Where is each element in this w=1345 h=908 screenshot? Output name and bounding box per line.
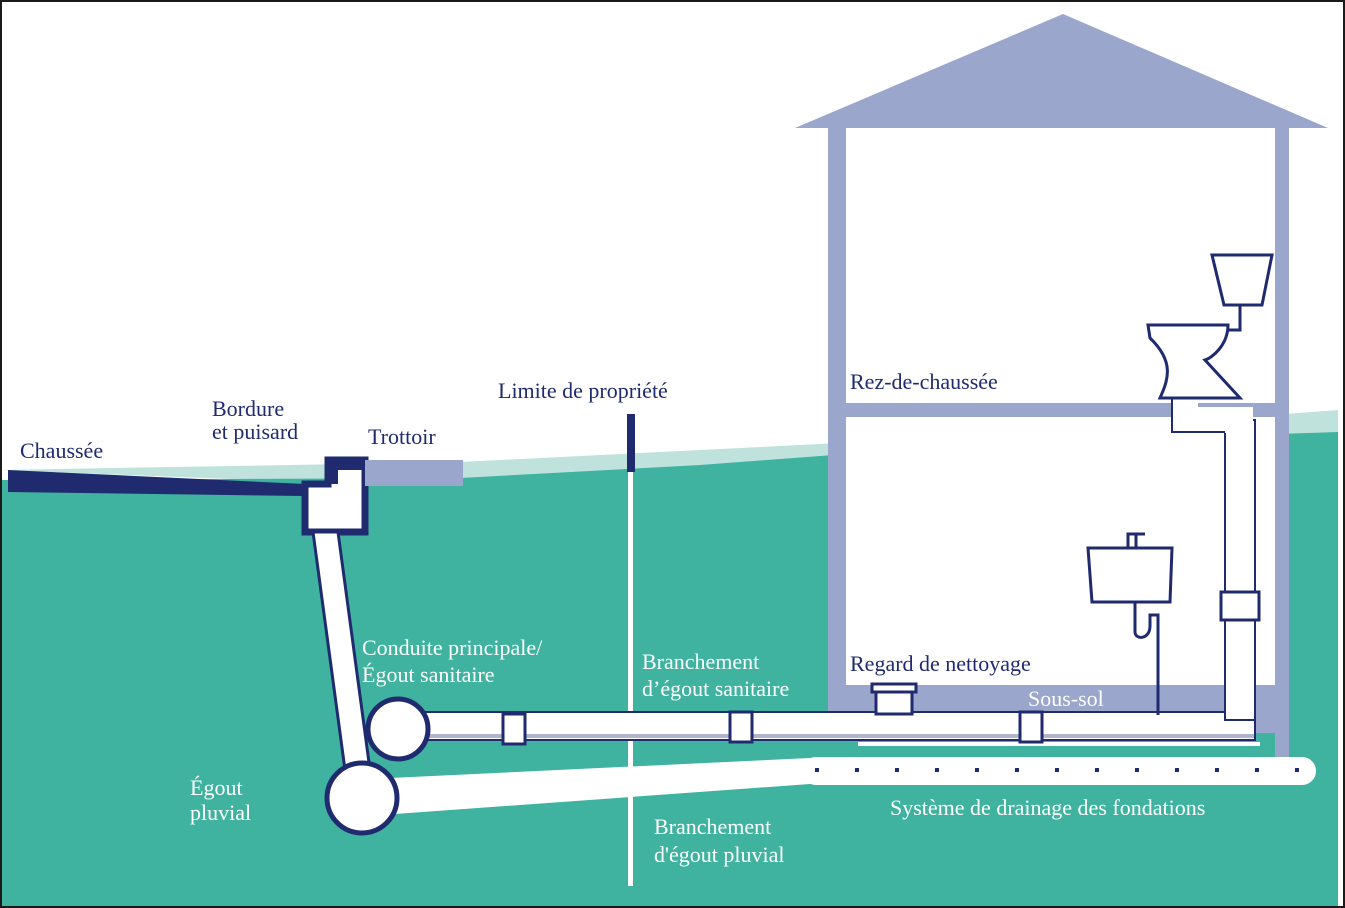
soil-stack-coupling: [1219, 590, 1261, 622]
house-wall-left: [828, 128, 846, 728]
label-sanitary-main-line2: Égout sanitaire: [362, 662, 495, 687]
toilet-drain-outline: [1171, 395, 1225, 433]
property-limit-marker: [627, 414, 635, 472]
label-road: Chaussée: [20, 438, 103, 463]
toilet: [1146, 253, 1274, 400]
toilet-drain: [1172, 395, 1253, 433]
toilet-tank: [1210, 253, 1274, 307]
label-basement: Sous-sol: [1028, 686, 1104, 711]
cleanout-cap: [870, 682, 918, 694]
label-sanitary-main-line1: Conduite principale/: [362, 635, 543, 660]
sidewalk: [365, 460, 463, 486]
house-wall-right: [1275, 128, 1289, 758]
pipe-coupling-2: [728, 710, 754, 744]
label-storm-branch-line1: Branchement: [654, 814, 771, 839]
storm-branch-pipe: [390, 758, 810, 814]
house-interior-upper: [846, 128, 1275, 403]
label-property-limit: Limite de propriété: [498, 378, 668, 403]
pipe-coupling-1: [501, 712, 527, 746]
road: [8, 470, 305, 496]
label-foundation-drain: Système de drainage des fondations: [890, 795, 1205, 820]
label-sidewalk: Trottoir: [368, 424, 436, 449]
soil-stack: [1224, 419, 1256, 721]
label-storm-main-line2: pluvial: [190, 800, 251, 825]
label-curb-line1: Bordure: [212, 396, 284, 421]
sink-basin: [1086, 546, 1174, 604]
curb: [328, 460, 365, 484]
sink-faucet: [1126, 532, 1145, 548]
sanitary-sewer-main: [365, 696, 431, 762]
house-interior-basement: [846, 417, 1275, 685]
toilet-bowl: [1146, 323, 1244, 400]
house-roof: [795, 14, 1328, 128]
sink: [1086, 532, 1174, 715]
label-sanitary-branch-line2: d’égout sanitaire: [642, 676, 789, 701]
label-ground-floor: Rez-de-chaussée: [850, 369, 998, 394]
label-storm-branch-line2: d'égout pluvial: [654, 842, 784, 867]
toilet-supply: [1225, 305, 1242, 332]
sanitary-branch-pipe: [399, 711, 1256, 741]
label-storm-main-line1: Égout: [190, 775, 243, 800]
label-sanitary-branch-line1: Branchement: [642, 649, 759, 674]
sink-trap: [1133, 602, 1160, 715]
pipe-coupling-3: [1018, 710, 1044, 744]
label-curb-line2: et puisard: [212, 419, 298, 444]
storm-sewer-main: [324, 760, 400, 836]
label-cleanout: Regard de nettoyage: [850, 651, 1031, 676]
sanitary-pipe-lower-edge: [400, 734, 1255, 738]
property-limit-line: [628, 472, 633, 886]
